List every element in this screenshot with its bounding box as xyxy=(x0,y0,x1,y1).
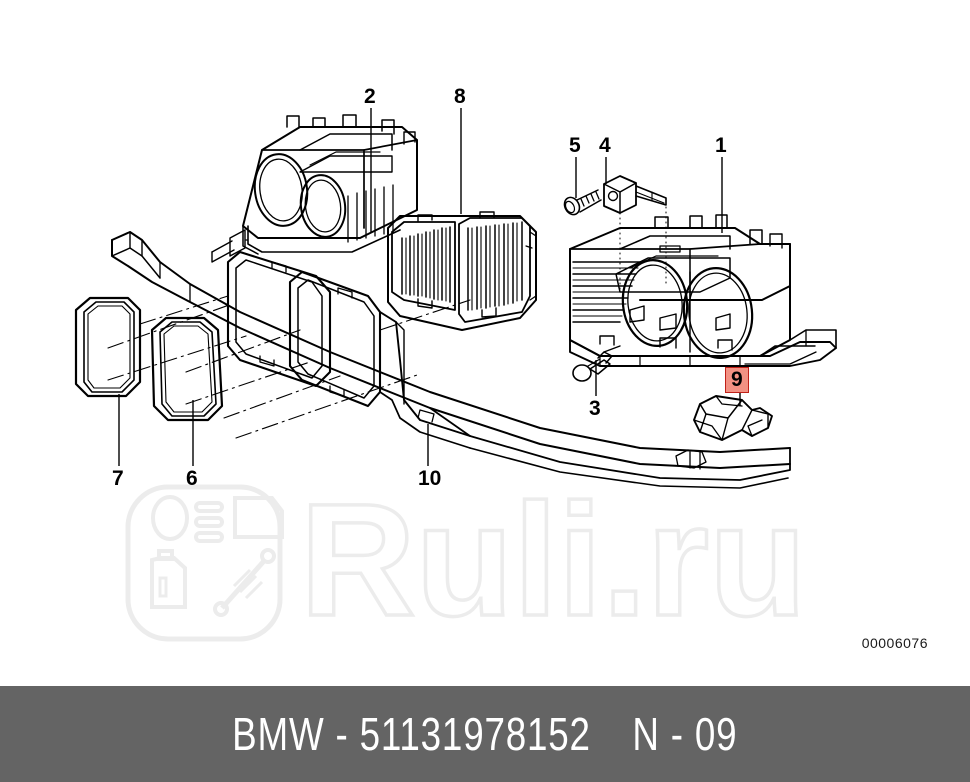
callout-2[interactable]: 2 xyxy=(364,85,376,108)
callout-3[interactable]: 3 xyxy=(589,397,601,420)
callout-8[interactable]: 8 xyxy=(454,85,466,108)
callout-10[interactable]: 10 xyxy=(418,467,442,490)
part-trim-ring-outer xyxy=(74,296,142,398)
part-left-headlight-housing xyxy=(211,114,418,263)
alignment-guides xyxy=(107,295,471,439)
part-center-kidney-grille xyxy=(387,211,537,331)
footer-brand-part-number: BMW - 51131978152 xyxy=(232,708,592,760)
part-front-panel-carrier xyxy=(111,231,791,489)
footer-section-code: N - 09 xyxy=(632,708,738,760)
callout-7[interactable]: 7 xyxy=(112,467,124,490)
callout-4[interactable]: 4 xyxy=(599,134,611,157)
callout-6[interactable]: 6 xyxy=(186,467,198,490)
part-retaining-nut-bracket xyxy=(603,175,667,291)
part-right-headlight-housing xyxy=(569,214,837,367)
callout-9-highlighted[interactable]: 9 xyxy=(725,367,749,393)
callout-5[interactable]: 5 xyxy=(569,134,581,157)
part-spring-retainer-clip xyxy=(693,395,773,441)
callout-leader-lines xyxy=(118,108,741,466)
diagram-canvas: Ruli.ru xyxy=(74,85,928,651)
callout-1[interactable]: 1 xyxy=(715,134,727,157)
exploded-view-drawing xyxy=(74,114,837,489)
footer-bar: BMW - 51131978152 N - 09 xyxy=(0,686,970,782)
diagram-id-number: 00006076 xyxy=(861,635,928,651)
part-fillister-head-screw xyxy=(563,189,602,216)
part-lower-mounting-clip xyxy=(572,345,621,382)
